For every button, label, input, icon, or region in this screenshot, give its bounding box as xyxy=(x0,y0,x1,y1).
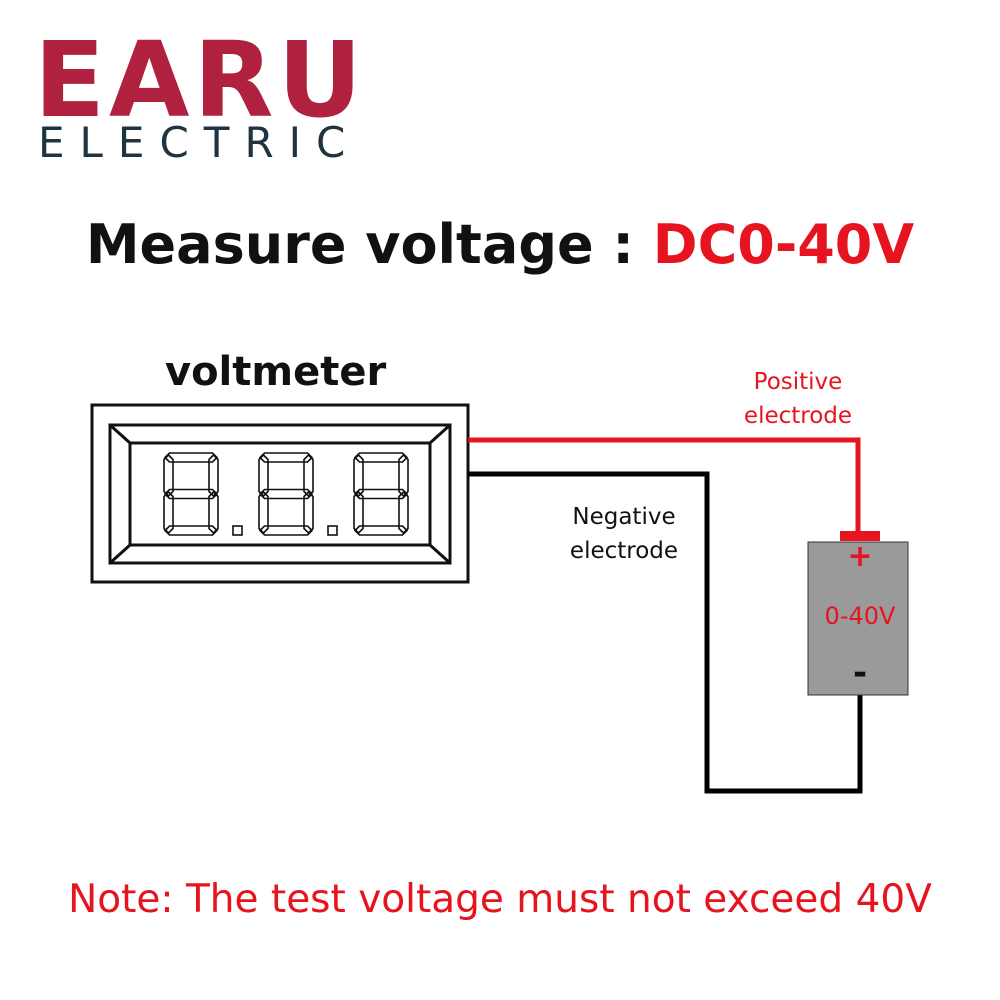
negative-electrode-label: Negative electrode xyxy=(549,500,699,568)
negative-label-line2: electrode xyxy=(569,538,679,564)
source-plus-sign: + xyxy=(847,539,873,574)
voltmeter-screen xyxy=(128,441,432,547)
headline-prefix: Measure voltage : xyxy=(85,213,653,276)
positive-electrode-label: Positive electrode xyxy=(726,365,870,433)
display-digit xyxy=(163,452,219,536)
brand-logo: EARU xyxy=(34,19,367,141)
segment-e xyxy=(353,490,364,535)
segment-c xyxy=(303,490,314,535)
negative-wire xyxy=(468,471,863,794)
segment-f xyxy=(258,453,269,498)
source-minus-sign: - xyxy=(852,653,868,693)
headline: Measure voltage : DC0-40V xyxy=(0,218,1000,272)
voltage-source xyxy=(807,541,909,696)
segment-c xyxy=(208,490,219,535)
segment-e xyxy=(163,490,174,535)
positive-label-line2: electrode xyxy=(743,403,853,429)
display-digit xyxy=(258,452,314,536)
segment-f xyxy=(353,453,364,498)
warning-note: Note: The test voltage must not exceed 4… xyxy=(68,877,932,922)
decimal-point xyxy=(327,525,338,536)
positive-wire xyxy=(468,437,861,534)
voltmeter-label: voltmeter xyxy=(165,349,387,395)
headline-value: DC0-40V xyxy=(652,213,915,276)
segment-f xyxy=(163,453,174,498)
segment-b xyxy=(398,453,409,498)
display-digit xyxy=(353,452,409,536)
voltmeter-bezel xyxy=(108,423,452,565)
brand-subtitle: ELECTRIC xyxy=(38,118,361,167)
segment-g xyxy=(163,488,219,500)
segment-b xyxy=(303,453,314,498)
decimal-point xyxy=(232,525,243,536)
segment-c xyxy=(398,490,409,535)
segment-g xyxy=(353,488,409,500)
seven-segment-display xyxy=(163,452,409,536)
source-range-label: 0-40V xyxy=(824,602,896,630)
segment-b xyxy=(208,453,219,498)
segment-g xyxy=(258,488,314,500)
voltmeter-frame xyxy=(90,403,470,584)
positive-terminal xyxy=(840,531,880,541)
positive-label-line1: Positive xyxy=(753,369,843,395)
segment-e xyxy=(258,490,269,535)
negative-label-line1: Negative xyxy=(572,504,676,530)
